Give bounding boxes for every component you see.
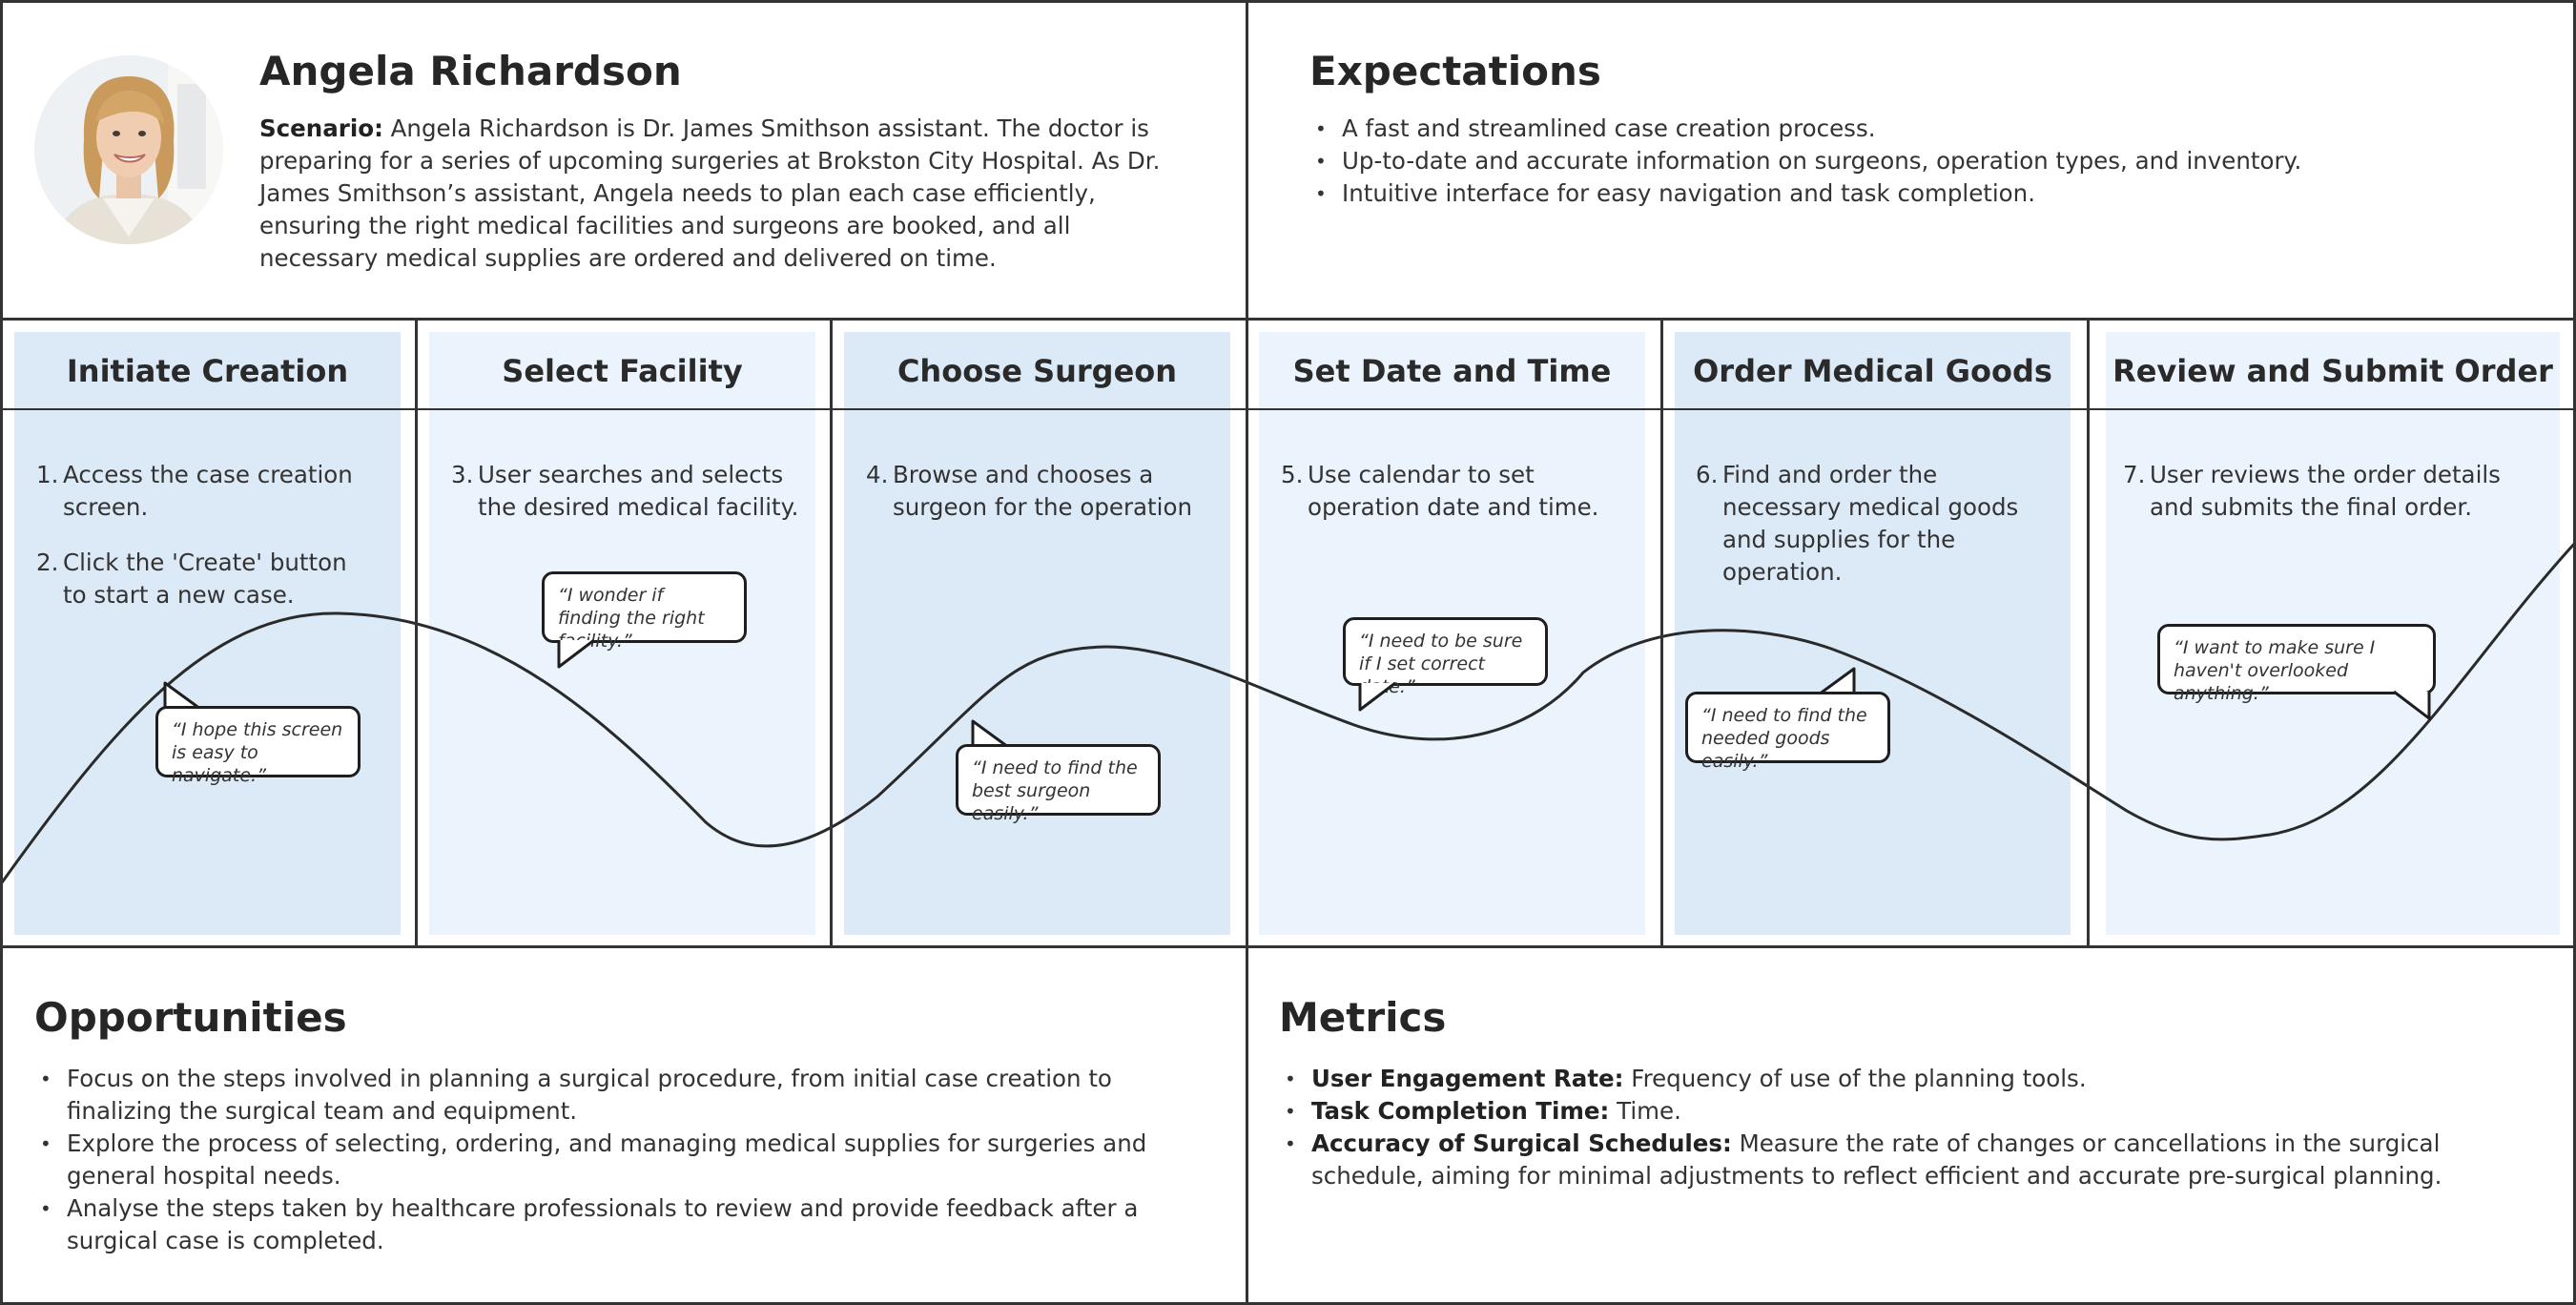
persona-name: Angela Richardson — [259, 48, 682, 94]
step-number: 7. — [2123, 461, 2146, 488]
opportunity-item: Analyse the steps taken by healthcare pr… — [34, 1192, 1188, 1257]
stage-divider-5 — [2087, 320, 2090, 947]
metric-item: Accuracy of Surgical Schedules: Measure … — [1279, 1128, 2519, 1192]
step-number: 4. — [866, 461, 889, 488]
metric-label: Accuracy of Surgical Schedules: — [1311, 1129, 1732, 1157]
stage-title-set-date-time: Set Date and Time — [1292, 353, 1612, 389]
step-4: 4. Browse and chooses a surgeon for the … — [866, 459, 1219, 524]
metric-text: Measure the rate of changes or cancellat… — [1311, 1129, 2442, 1190]
stage-title-select-facility: Select Facility — [502, 353, 743, 389]
metric-label: Task Completion Time: — [1311, 1097, 1610, 1125]
step-text: Click the 'Create' button to start a new… — [63, 549, 347, 609]
step-number: 2. — [36, 549, 59, 576]
bubble-tail — [557, 638, 595, 669]
bubble-quote: “I need to find the needed goods easily.… — [1685, 692, 1890, 772]
expectations-list: A fast and streamlined case creation pro… — [1309, 113, 2530, 210]
step-text: Browse and chooses a surgeon for the ope… — [893, 461, 1192, 521]
border-top — [0, 0, 2576, 3]
metric-text: Frequency of use of the planning tools. — [1623, 1065, 2087, 1092]
step-number: 6. — [1696, 461, 1719, 488]
opportunity-item: Focus on the steps involved in planning … — [34, 1063, 1188, 1128]
divider-bottom — [0, 945, 2576, 948]
step-text: Find and order the necessary medical goo… — [1722, 461, 2019, 586]
step-3: 3. User searches and selects the desired… — [451, 459, 804, 524]
divider-center — [1246, 0, 1248, 1305]
stage-title-choose-surgeon: Choose Surgeon — [896, 353, 1178, 389]
border-left — [0, 0, 3, 1305]
stage-column-3 — [844, 332, 1230, 935]
stage-column-1 — [14, 332, 401, 935]
bubble-quote: “I need to be sure if I set correct date… — [1343, 617, 1548, 697]
metric-text: Time. — [1609, 1097, 1681, 1125]
step-7: 7. User reviews the order details and su… — [2123, 459, 2543, 524]
metrics-title: Metrics — [1279, 994, 1447, 1041]
persona-scenario: Scenario: Angela Richardson is Dr. James… — [259, 113, 1175, 275]
metrics-list: User Engagement Rate: Frequency of use o… — [1279, 1063, 2519, 1192]
divider-header — [0, 408, 2576, 410]
step-6: 6. Find and order the necessary medical … — [1696, 459, 2058, 589]
opportunities-title: Opportunities — [34, 994, 347, 1041]
metric-item: User Engagement Rate: Frequency of use o… — [1279, 1063, 2519, 1095]
step-1: 1. Access the case creation screen. — [36, 459, 361, 524]
stage-title-order-medical-goods: Order Medical Goods — [1693, 353, 2052, 389]
bubble-quote: “I hope this screen is easy to navigate.… — [155, 706, 361, 786]
step-number: 1. — [36, 461, 59, 488]
stage-title-review-submit: Review and Submit Order — [2112, 353, 2553, 389]
stage-divider-2 — [830, 320, 833, 947]
bubble-tail — [2393, 690, 2431, 720]
metric-label: User Engagement Rate: — [1311, 1065, 1624, 1092]
expectations-title: Expectations — [1309, 48, 1601, 94]
opportunities-list: Focus on the steps involved in planning … — [34, 1063, 1188, 1257]
step-text: Access the case creation screen. — [63, 461, 353, 521]
bubble-quote: “I need to find the best surgeon easily.… — [956, 744, 1161, 824]
bubble-tail — [1358, 681, 1396, 712]
expectation-item: Intuitive interface for easy navigation … — [1309, 177, 2530, 210]
step-5: 5. Use calendar to set operation date an… — [1281, 459, 1634, 524]
divider-top — [0, 318, 2576, 321]
stage-divider-1 — [415, 320, 418, 947]
expectation-item: A fast and streamlined case creation pro… — [1309, 113, 2530, 145]
border-bottom — [0, 1302, 2576, 1305]
step-number: 3. — [451, 461, 474, 488]
scenario-text: Angela Richardson is Dr. James Smithson … — [259, 114, 1161, 272]
step-number: 5. — [1281, 461, 1304, 488]
stage-title-initiate-creation: Initiate Creation — [66, 353, 349, 389]
bubble-quote: “I want to make sure I haven't overlooke… — [2157, 624, 2436, 704]
metric-item: Task Completion Time: Time. — [1279, 1095, 2519, 1128]
opportunity-item: Explore the process of selecting, orderi… — [34, 1128, 1188, 1192]
scenario-label: Scenario: — [259, 114, 383, 142]
step-text: User reviews the order details and submi… — [2150, 461, 2501, 521]
stage-column-5 — [1675, 332, 2071, 935]
expectation-item: Up-to-date and accurate information on s… — [1309, 145, 2530, 177]
step-text: Use calendar to set operation date and t… — [1308, 461, 1599, 521]
persona-avatar — [34, 55, 223, 244]
bubble-quote: “I wonder if finding the right facility.… — [542, 571, 747, 652]
stage-divider-4 — [1660, 320, 1663, 947]
step-2: 2. Click the 'Create' button to start a … — [36, 547, 361, 611]
step-text: User searches and selects the desired me… — [478, 461, 799, 521]
